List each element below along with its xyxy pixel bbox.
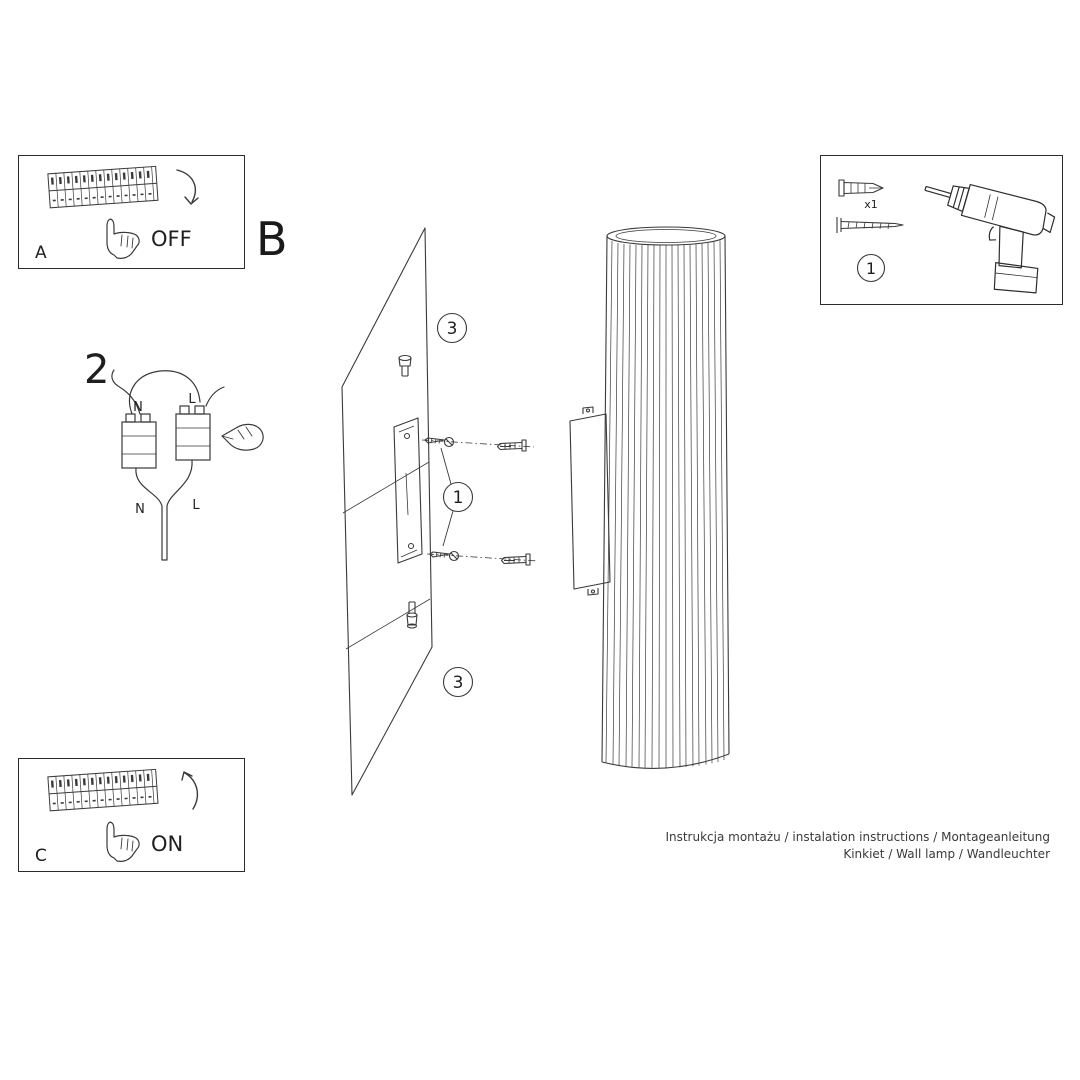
- terminal-block-icon: [175, 405, 211, 461]
- hand-press-icon: [106, 821, 140, 862]
- cable-icon: [135, 459, 193, 561]
- callout-leader: [440, 447, 454, 547]
- callout-circle: [442, 481, 474, 513]
- wall-lamp: [601, 226, 730, 769]
- hardware-callout-label: 1: [866, 259, 876, 278]
- cap-screw-icon: [406, 601, 418, 629]
- step-b-label: B: [256, 212, 288, 266]
- breaker-panel-icon: [47, 768, 159, 812]
- wire-l-bottom-label: L: [192, 498, 200, 513]
- footer-text: Instrukcja montażu / instalation instruc…: [665, 829, 1050, 863]
- callout-1-middle: 1: [453, 488, 464, 508]
- wire-top: [111, 369, 225, 415]
- wire-n-top-label: N: [133, 400, 143, 415]
- off-label: OFF: [151, 227, 192, 251]
- wall-anchor-icon: [496, 439, 527, 452]
- screw-icon: [429, 550, 460, 562]
- cap-screw-icon: [398, 354, 412, 377]
- breaker-panel-icon: [47, 165, 159, 209]
- wire-l-top-label: L: [188, 392, 196, 407]
- step-c-label: C: [35, 846, 47, 866]
- callout-3-top: 3: [447, 319, 458, 339]
- callout-circle: [442, 666, 474, 698]
- hand-press-icon: [106, 218, 140, 259]
- on-label: ON: [151, 832, 183, 856]
- lamp-bracket-plate: [569, 406, 611, 596]
- wall-anchor-icon: [500, 553, 531, 566]
- footer-line-1: Instrukcja montażu / instalation instruc…: [665, 830, 1050, 844]
- arrow-curve-down-icon: [176, 169, 199, 205]
- wiring-detail: 2: [70, 340, 290, 580]
- mounting-bracket: [393, 417, 423, 564]
- arrow-curve-up-icon: [181, 771, 199, 810]
- wall-panel: [341, 227, 433, 796]
- footer-line-2: Kinkiet / Wall lamp / Wandleuchter: [843, 847, 1050, 861]
- panel-step-a-power-off: OFF A: [18, 155, 245, 269]
- callout-circle: [856, 253, 886, 283]
- screw-icon: [836, 217, 904, 233]
- assembly-drawing: 3 1 3: [330, 215, 750, 805]
- wall-anchor-icon: [838, 179, 884, 197]
- drill-icon: [924, 183, 1056, 294]
- panel-step-c-power-on: ON C: [18, 758, 245, 872]
- screw-icon: [424, 436, 455, 448]
- callout-3-bottom: 3: [453, 673, 464, 693]
- step-2-label: 2: [84, 347, 109, 393]
- terminal-block-icon: [121, 413, 157, 469]
- hand-insert-icon: [221, 423, 264, 451]
- panel-hardware-tools: x1 1: [820, 155, 1063, 305]
- step-a-label: A: [35, 243, 47, 263]
- callout-circle: [436, 312, 468, 344]
- wire-n-bottom-label: N: [135, 502, 145, 517]
- anchor-qty-label: x1: [864, 198, 878, 211]
